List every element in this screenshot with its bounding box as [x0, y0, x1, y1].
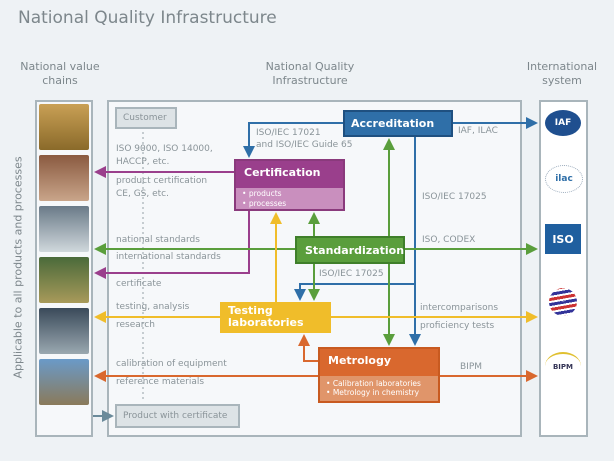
- bipm-logo: BIPM: [545, 352, 581, 380]
- label-ce-gs: CE, GS, etc.: [116, 189, 169, 199]
- page-title: National Quality Infrastructure: [18, 8, 277, 28]
- label-iso17025-b: ISO/IEC 17025: [319, 269, 384, 279]
- label-certificate: certificate: [116, 279, 162, 289]
- metrology-box: Metrology • Calibration laboratories • M…: [318, 347, 440, 403]
- iso-logo: ISO: [545, 224, 581, 254]
- iaf-logo: IAF: [545, 110, 581, 136]
- ilac-logo: ilac: [545, 165, 583, 193]
- header-national-value-chains: National value chains: [20, 60, 100, 87]
- photo-electronics: [39, 308, 89, 354]
- label-iso17021: ISO/IEC 17021: [256, 128, 321, 138]
- standardization-box: Standardization: [295, 236, 405, 264]
- label-international-standards: international standards: [116, 252, 221, 262]
- label-guide65: and ISO/IEC Guide 65: [256, 140, 353, 150]
- photo-people: [39, 155, 89, 201]
- product-with-certificate-box: Product with certificate: [115, 404, 240, 428]
- customer-box: Customer: [115, 107, 177, 129]
- label-product-cert: product certification: [116, 176, 208, 186]
- certification-title: Certification: [236, 161, 343, 188]
- label-testing-analysis: testing, analysis: [116, 302, 190, 312]
- metrology-title: Metrology: [320, 349, 438, 376]
- metrology-item: • Calibration laboratories: [326, 379, 421, 388]
- header-international-system: International system: [526, 60, 598, 87]
- certification-box: Certification • products • processes: [234, 159, 345, 211]
- label-iso-codex: ISO, CODEX: [422, 235, 476, 245]
- certification-item: • processes: [242, 199, 287, 208]
- wto-logo: WTO: [549, 288, 577, 316]
- photo-construction: [39, 359, 89, 405]
- photo-wheat: [39, 104, 89, 150]
- label-reference-materials: reference materials: [116, 377, 205, 387]
- photo-lab: [39, 206, 89, 252]
- label-haccp: HACCP, etc.: [116, 157, 170, 167]
- label-national-standards: national standards: [116, 235, 200, 245]
- international-panel: [539, 100, 588, 437]
- accreditation-box: Accreditation: [343, 110, 453, 137]
- photo-machine: [39, 257, 89, 303]
- label-iaf-ilac: IAF, ILAC: [458, 126, 498, 136]
- certification-item: • products: [242, 189, 282, 198]
- label-calibration: calibration of equipment: [116, 359, 227, 369]
- label-intercomparisons: intercomparisons: [420, 303, 499, 313]
- label-iso17025-a: ISO/IEC 17025: [422, 192, 487, 202]
- metrology-item: • Metrology in chemistry: [326, 388, 420, 397]
- testing-laboratories-box: Testing laboratories: [220, 302, 331, 333]
- label-proficiency-tests: proficiency tests: [420, 321, 495, 331]
- label-research: research: [116, 320, 155, 330]
- label-bipm: BIPM: [460, 362, 483, 372]
- header-nqi: National Quality Infrastructure: [265, 60, 355, 87]
- label-iso9000: ISO 9000, ISO 14000,: [116, 144, 213, 154]
